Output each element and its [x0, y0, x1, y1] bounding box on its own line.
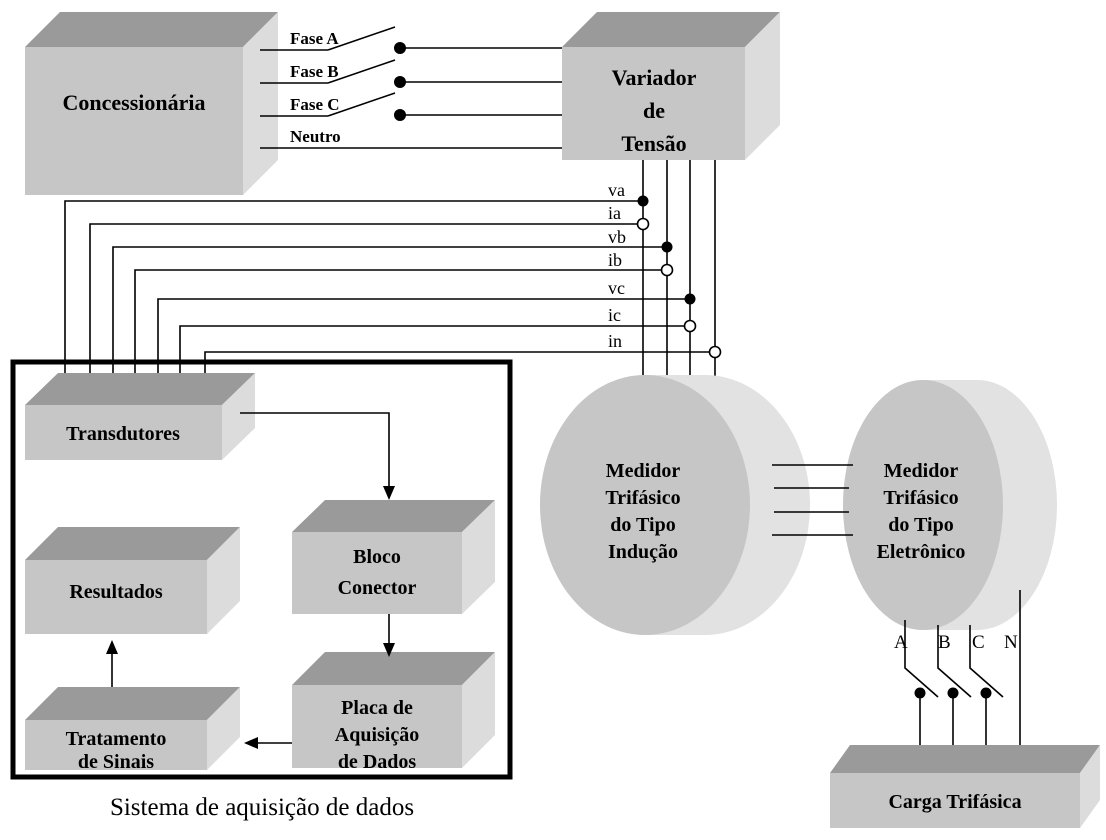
bloco-conector-label-line-1: Bloco	[353, 546, 401, 568]
concessionaria-label: Concessionária	[63, 90, 206, 115]
medidor-eletronico-line-4: Eletrônico	[877, 541, 966, 563]
signal-label-vb: vb	[608, 227, 626, 247]
load-label-n: N	[1004, 632, 1018, 653]
signal-label-va: va	[608, 180, 625, 200]
load-wires	[904, 590, 1021, 745]
supply-label-fase-c: Fase C	[290, 95, 340, 114]
carga-trifasica-label: Carga Trifásica	[888, 791, 1021, 813]
junction-va	[637, 195, 649, 207]
medidor-inducao: Medidor Trifásico do Tipo Indução	[540, 375, 810, 635]
resultados-label: Resultados	[69, 581, 163, 603]
signal-label-ic: ic	[608, 305, 621, 325]
variador-label-line-3: Tensão	[621, 131, 686, 156]
signal-label-in: in	[608, 331, 622, 351]
junction-ic	[683, 319, 697, 333]
acquisition-system-caption: Sistema de aquisição de dados	[110, 794, 414, 821]
tratamento-label-line-1: Tratamento	[66, 728, 167, 750]
variador-block: Variador de Tensão	[562, 12, 780, 160]
junction-ib	[660, 263, 674, 277]
junction-vb	[661, 241, 673, 253]
medidor-eletronico-line-2: Trifásico	[883, 487, 958, 509]
placa-label-line-2: Aquisição	[335, 724, 419, 746]
flow-arrows	[106, 412, 395, 749]
signal-label-ib: ib	[608, 250, 622, 270]
tratamento-label-line-2: de Sinais	[78, 751, 154, 773]
load-label-a: A	[894, 632, 908, 653]
placa-aquisicao-block: Placa de Aquisição de Dados	[292, 652, 495, 773]
transdutores-label: Transdutores	[66, 423, 180, 445]
concessionaria-block: Concessionária	[25, 12, 278, 195]
supply-label-neutro: Neutro	[290, 127, 341, 146]
medidor-inducao-line-2: Trifásico	[605, 487, 680, 509]
signal-label-vc: vc	[608, 278, 625, 298]
junction-vc	[684, 293, 696, 305]
arrow-down-icon	[383, 486, 395, 500]
tratamento-block: Tratamento de Sinais	[25, 687, 240, 773]
medidor-inducao-line-4: Indução	[608, 541, 678, 563]
load-label-b: B	[938, 632, 951, 653]
transdutores-block: Transdutores	[25, 373, 255, 460]
medidor-inducao-line-3: do Tipo	[610, 514, 675, 536]
supply-label-fase-b: Fase B	[290, 62, 339, 81]
medidor-inducao-line-1: Medidor	[606, 460, 681, 482]
arrow-down-icon	[383, 643, 395, 657]
supply-label-fase-a: Fase A	[290, 29, 339, 48]
medidor-eletronico-line-3: do Tipo	[888, 514, 953, 536]
variador-label-line-2: de	[643, 98, 665, 123]
bloco-conector-label-line-2: Conector	[338, 577, 417, 599]
bloco-conector-block: Bloco Conector	[292, 500, 495, 614]
junction-ia	[636, 217, 650, 231]
carga-trifasica-block: Carga Trifásica	[830, 745, 1100, 828]
acquisition-system-frame	[10, 359, 513, 780]
junction-in	[708, 345, 722, 359]
medidor-eletronico-line-1: Medidor	[884, 460, 959, 482]
load-label-c: C	[972, 632, 985, 653]
medidor-eletronico: Medidor Trifásico do Tipo Eletrônico	[843, 380, 1057, 630]
placa-label-line-1: Placa de	[341, 697, 413, 719]
arrow-up-icon	[106, 640, 118, 654]
signal-wires	[64, 160, 722, 385]
arrow-left-icon	[244, 737, 258, 749]
resultados-block: Resultados	[25, 527, 240, 634]
supply-wires	[260, 26, 562, 149]
meter-interconnect	[772, 464, 853, 536]
signal-label-ia: ia	[608, 203, 621, 223]
placa-label-line-3: de Dados	[338, 751, 417, 773]
variador-label-line-1: Variador	[612, 65, 697, 90]
